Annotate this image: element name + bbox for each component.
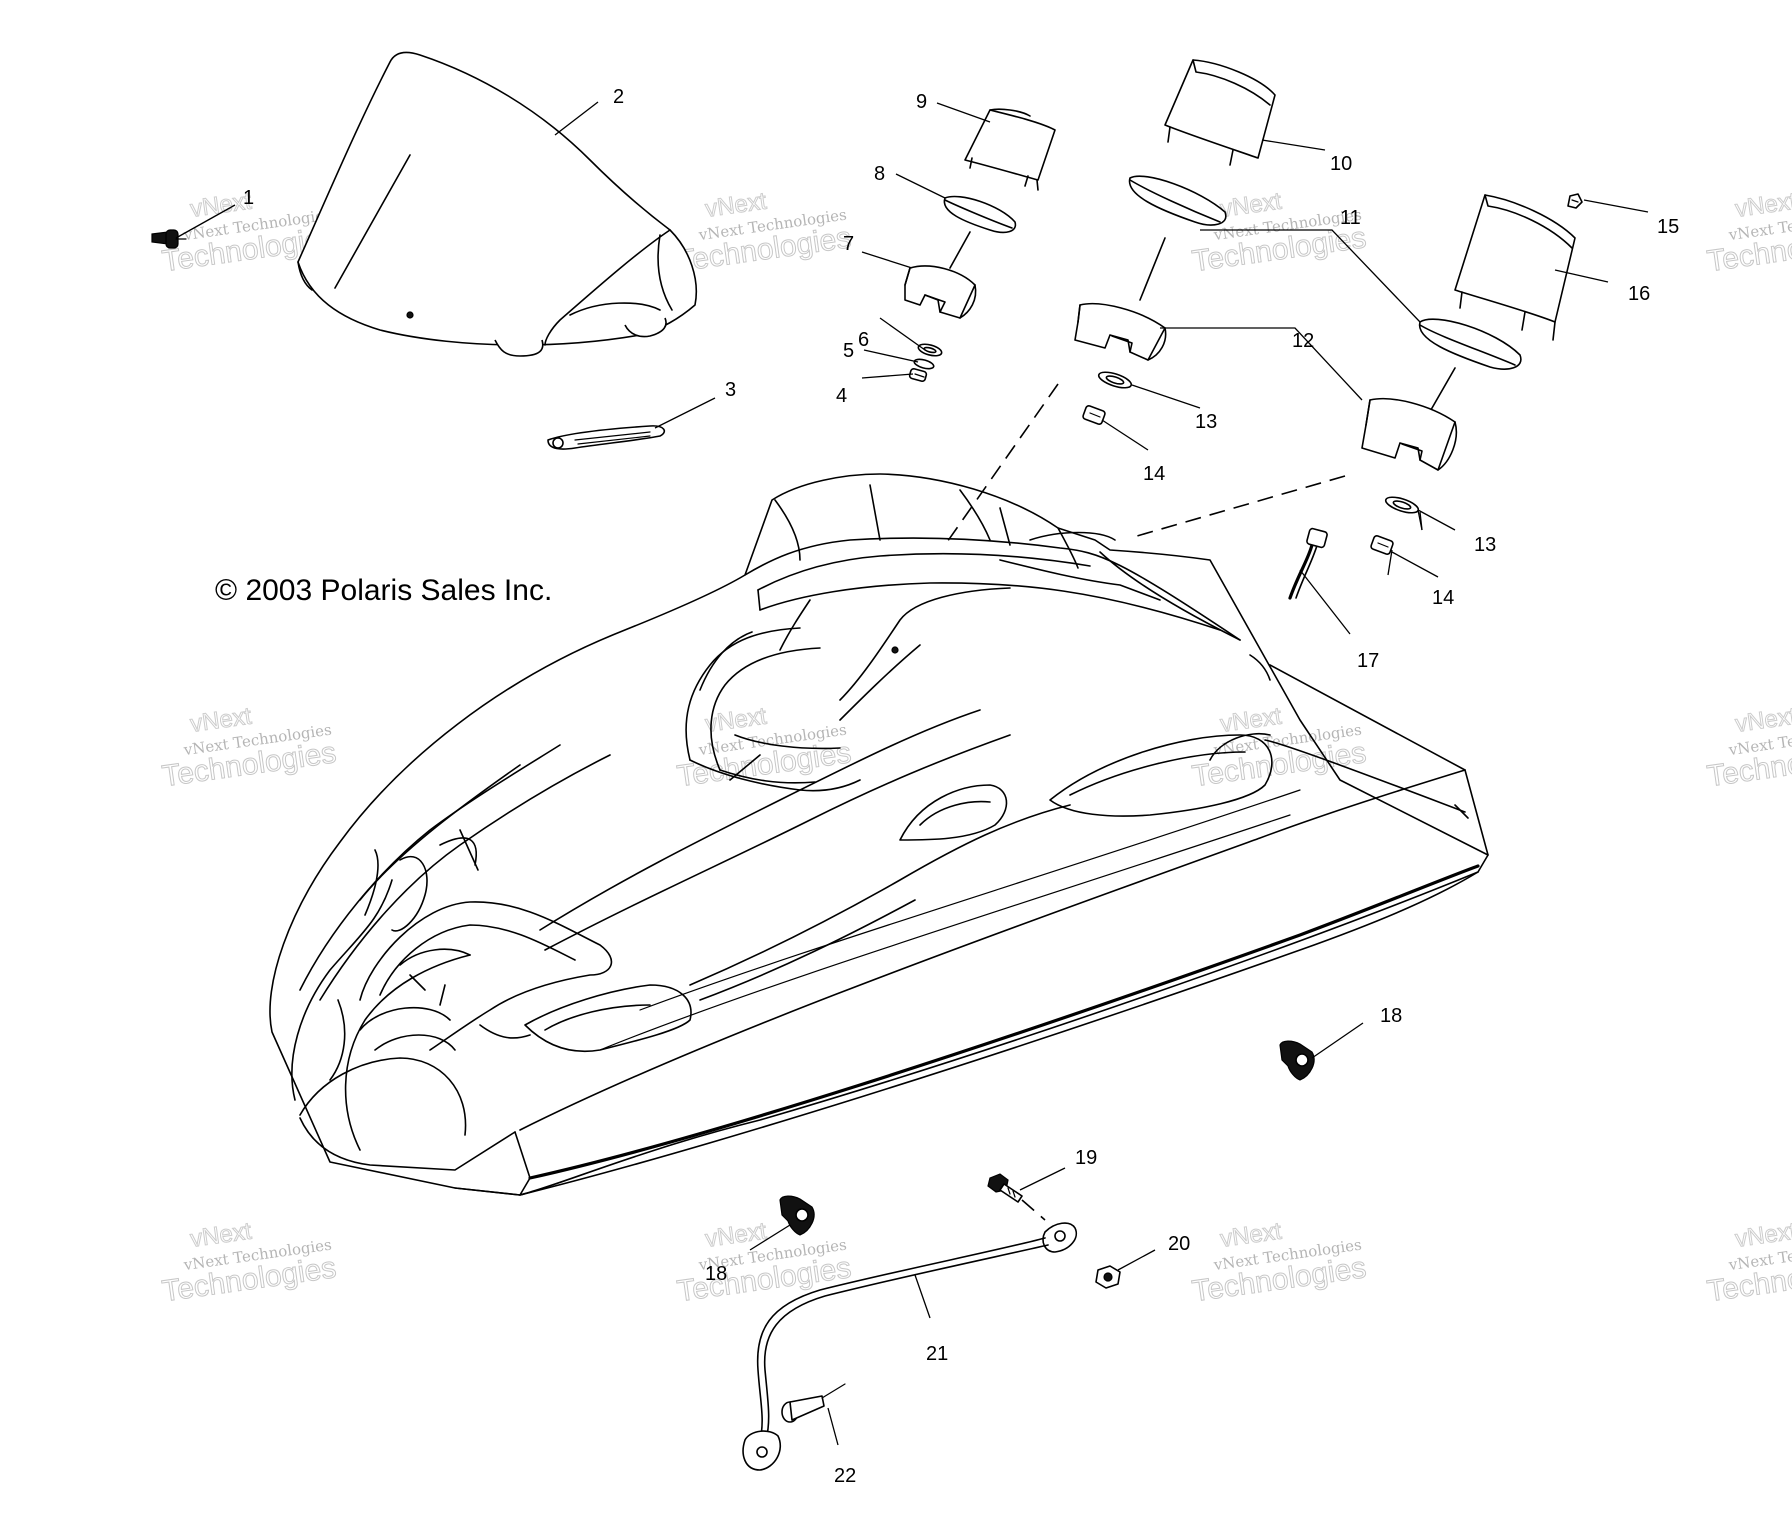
callout-5: 5 bbox=[843, 340, 854, 362]
leader-lines bbox=[175, 101, 1649, 1446]
callout-17: 17 bbox=[1357, 650, 1379, 672]
nut-14 bbox=[1370, 535, 1394, 555]
callout-labels: 1 2 3 4 5 6 7 8 9 10 11 12 13 13 14 14 1… bbox=[243, 86, 1679, 1487]
dash-surround bbox=[685, 627, 801, 761]
watermark: vNext vNext Technologies Technologies bbox=[160, 702, 339, 794]
callout-15: 15 bbox=[1657, 216, 1679, 238]
nut-4 bbox=[908, 367, 928, 383]
hood-assembly bbox=[269, 473, 1489, 1196]
alignment-line bbox=[944, 383, 1059, 546]
hood-skirt-edge bbox=[528, 864, 1480, 1180]
washer-6 bbox=[917, 343, 943, 357]
callout-10: 10 bbox=[1330, 153, 1352, 175]
nut-14 bbox=[1082, 405, 1106, 425]
callout-3: 3 bbox=[725, 379, 736, 401]
bezel-ring-11 bbox=[1128, 175, 1227, 226]
copyright-notice: © 2003 Polaris Sales Inc. bbox=[215, 574, 552, 607]
watermark: vNext vNext Technologies Technologies bbox=[1705, 187, 1792, 279]
callout-8: 8 bbox=[874, 163, 885, 185]
gauge-10 bbox=[1164, 59, 1276, 166]
callout-14: 14 bbox=[1143, 463, 1165, 485]
watermark: vNext vNext Technologies Technologies bbox=[1705, 702, 1792, 794]
screw-1 bbox=[151, 229, 187, 249]
screw-15 bbox=[1567, 193, 1583, 209]
callout-22: 22 bbox=[834, 1465, 856, 1487]
sensor-cable-17 bbox=[1288, 527, 1328, 600]
callout-14: 14 bbox=[1432, 587, 1454, 609]
washer-13 bbox=[1384, 496, 1420, 514]
hood-side-vent bbox=[1049, 734, 1273, 817]
watermark: vNext vNext Technologies Technologies bbox=[675, 1217, 854, 1309]
callout-16: 16 bbox=[1628, 283, 1650, 305]
bezel-ring-11 bbox=[1419, 318, 1522, 370]
watermark: vNext vNext Technologies Technologies bbox=[1705, 1217, 1792, 1309]
bracket-7 bbox=[904, 265, 977, 319]
windshield-outline bbox=[297, 51, 698, 346]
callout-12: 12 bbox=[1292, 330, 1314, 352]
callout-20: 20 bbox=[1168, 1233, 1190, 1255]
watermark: vNext vNext Technologies Technologies bbox=[675, 187, 854, 279]
washer-5 bbox=[913, 358, 935, 370]
bezel-ring-8 bbox=[943, 195, 1017, 234]
callout-4: 4 bbox=[836, 385, 847, 407]
callout-11: 11 bbox=[1340, 207, 1361, 229]
callout-19: 19 bbox=[1075, 1147, 1097, 1169]
rivet-22 bbox=[781, 1383, 846, 1423]
callout-21: 21 bbox=[926, 1343, 948, 1365]
bracket-12 bbox=[1361, 397, 1457, 471]
callout-13: 13 bbox=[1474, 534, 1496, 556]
clip-18 bbox=[779, 1195, 815, 1236]
callout-7: 7 bbox=[843, 233, 854, 255]
watermark: vNext vNext Technologies Technologies bbox=[1190, 1217, 1369, 1309]
washer-13 bbox=[1097, 371, 1133, 389]
gauge-16 bbox=[1454, 194, 1576, 341]
callout-2: 2 bbox=[613, 86, 624, 108]
hood-side-vent bbox=[899, 784, 1008, 841]
strap-3 bbox=[547, 425, 666, 450]
callout-6: 6 bbox=[858, 329, 869, 351]
callout-1: 1 bbox=[243, 187, 254, 209]
gauge-9 bbox=[964, 108, 1056, 191]
callout-18: 18 bbox=[705, 1263, 727, 1285]
callout-18: 18 bbox=[1380, 1005, 1402, 1027]
clip-18 bbox=[1279, 1040, 1315, 1081]
bracket-12 bbox=[1074, 302, 1167, 361]
bolt-19 bbox=[987, 1173, 1023, 1203]
windshield bbox=[297, 51, 698, 357]
callout-13: 13 bbox=[1195, 411, 1217, 433]
nut-20 bbox=[1095, 1265, 1121, 1289]
callout-9: 9 bbox=[916, 91, 927, 113]
hood-nose bbox=[291, 879, 393, 1101]
hood-front-scoop bbox=[359, 901, 613, 1051]
watermark: vNext vNext Technologies Technologies bbox=[160, 1217, 339, 1309]
watermark-layer: vNext vNext Technologies Technologies vN… bbox=[160, 187, 1792, 1309]
tether-cable-21 bbox=[742, 1222, 1077, 1471]
hood-outline bbox=[269, 473, 1489, 1196]
alignment-line bbox=[1129, 475, 1346, 539]
